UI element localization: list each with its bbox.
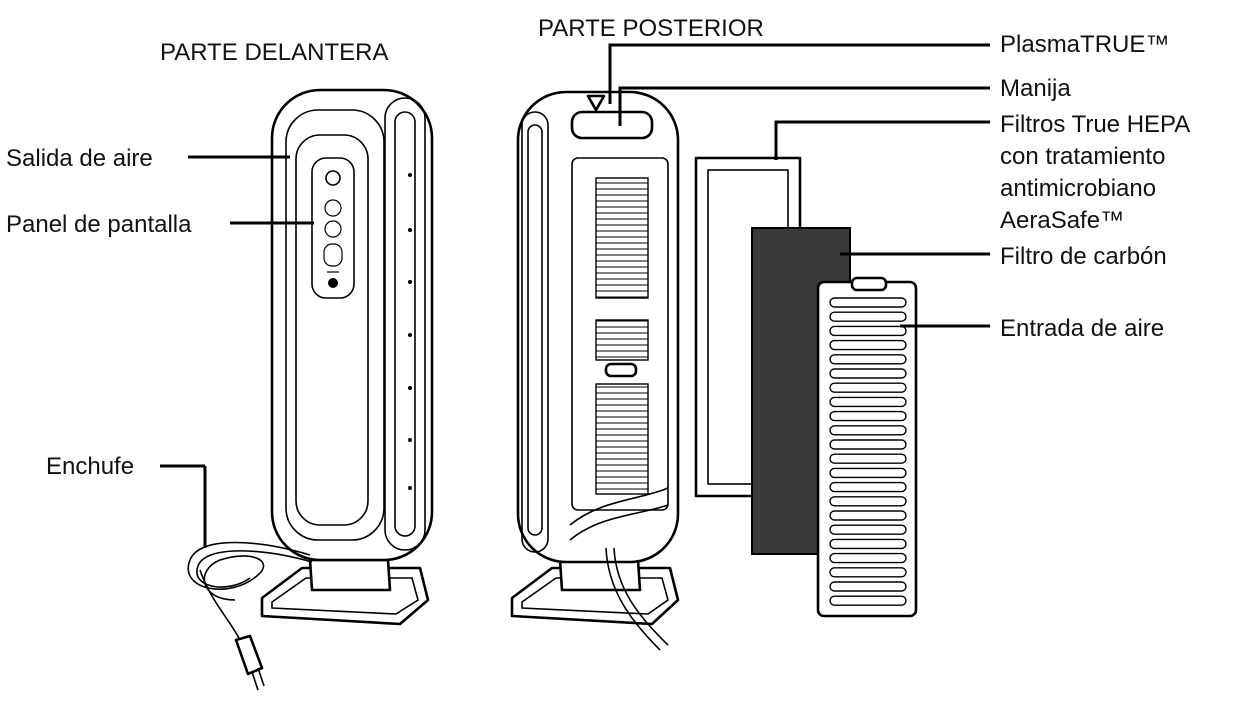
plasmatrue-icon [586,94,606,112]
power-cord [187,541,313,691]
indicator-light-icon [328,278,338,288]
heading-front: PARTE DELANTERA [160,39,389,66]
inlet-rib [829,481,907,493]
inlet-rib [829,368,907,379]
inlet-rib [829,595,907,606]
back-unit-illustration [510,90,680,651]
inlet-rib [829,439,907,450]
inlet-rib [829,339,907,351]
label-display-panel: Panel de pantalla [6,211,192,238]
back-grille-upper [595,177,649,299]
inlet-rib [829,410,907,422]
power-button-icon [325,170,341,186]
label-hepa-line4: AeraSafe™ [1000,207,1124,234]
label-handle: Manija [1000,75,1071,102]
label-plug: Enchufe [46,453,134,480]
mode-button-icon [324,199,342,217]
inlet-rib [829,467,907,479]
inlet-rib [829,496,907,507]
inlet-rib [829,581,907,592]
inlet-rib [829,567,907,578]
inlet-rib [829,311,907,322]
inlet-rib [829,425,907,436]
label-hepa-line2: con tratamiento [1000,143,1165,170]
label-air-outlet: Salida de aire [6,145,153,172]
air-inlet-grille [816,276,918,618]
handle [570,110,654,140]
inlet-rib [829,325,907,337]
back-grille-lower [595,383,649,495]
inlet-rib [829,354,907,365]
inlet-rib [829,297,907,308]
plug-icon [234,634,264,676]
heading-back: PARTE POSTERIOR [538,15,764,42]
inlet-rib [829,396,907,408]
display-panel [311,157,355,299]
leader-lines [160,43,990,548]
timer-button-icon [324,220,342,238]
label-plasmatrue: PlasmaTRUE™ [1000,31,1169,58]
inlet-rib [829,382,907,393]
inlet-rib [829,552,907,564]
inlet-rib [829,538,907,550]
label-hepa-line1: Filtros True HEPA [1000,111,1190,138]
front-unit-illustration [260,88,434,626]
label-hepa-line3: antimicrobiano [1000,175,1156,202]
inlet-rib [829,510,907,521]
inlet-rib [829,524,907,535]
fan-speed-button-icon [323,243,343,267]
label-air-inlet: Entrada de aire [1000,315,1164,342]
label-carbon-filter: Filtro de carbón [1000,243,1167,270]
front-neck [308,558,392,592]
inlet-rib [829,453,907,464]
